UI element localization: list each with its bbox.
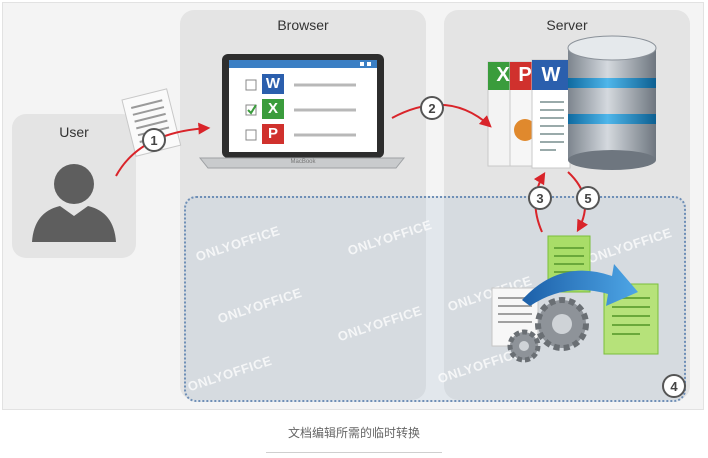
laptop-brand-label: MacBook — [290, 159, 316, 165]
step-badge-5: 5 — [576, 186, 600, 210]
user-panel-title: User — [59, 124, 89, 140]
user-silhouette-icon — [32, 164, 116, 242]
database-icon — [567, 35, 657, 170]
browser-panel-title: Browser — [277, 17, 329, 33]
server-powerpoint-letter: P — [518, 64, 532, 86]
server-panel-title: Server — [546, 17, 588, 33]
server-excel-letter: X — [496, 64, 510, 86]
powerpoint-letter: P — [267, 125, 278, 142]
word-letter: W — [265, 75, 281, 92]
excel-letter: X — [267, 100, 278, 117]
step-badge-2: 2 — [420, 96, 444, 120]
gears-icon — [507, 297, 589, 363]
step-badge-3: 3 — [528, 186, 552, 210]
step-badge-1: 1 — [142, 128, 166, 152]
document-list — [245, 74, 356, 144]
step-badge-4: 4 — [662, 374, 686, 398]
figure-caption: 文档编辑所需的临时转换 — [287, 426, 420, 440]
conversion-arrow-icon — [522, 264, 638, 306]
diagram-graphics — [115, 35, 659, 363]
server-word-letter: W — [541, 64, 561, 86]
caption-divider — [266, 452, 442, 453]
conversion-zone: ONLYOFFICE ONLYOFFICE ONLYOFFICE ONLYOFF… — [184, 196, 686, 402]
flow-arrow-2 — [391, 103, 492, 128]
server-documents-icon — [487, 59, 571, 169]
user-panel: User — [12, 114, 136, 258]
